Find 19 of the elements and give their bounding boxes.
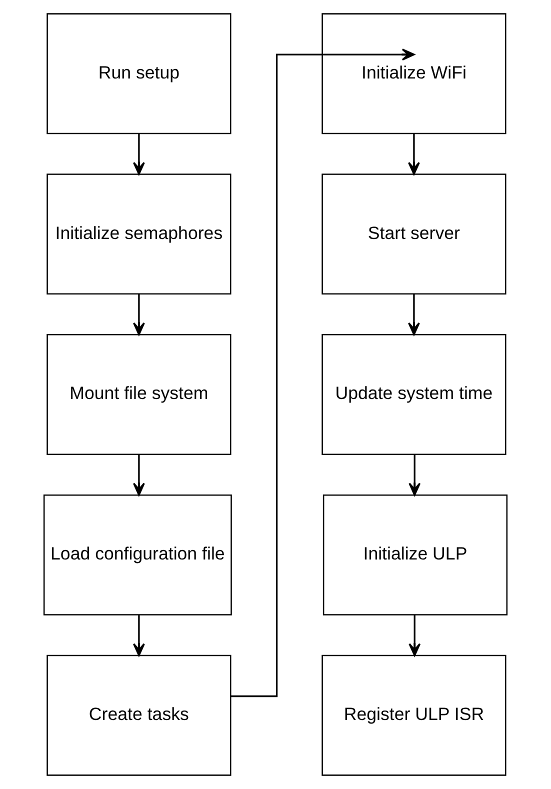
arrow [132,615,145,656]
node-box: Initialize ULP [322,494,508,616]
arrow [408,615,421,656]
node-box: Register ULP ISR [322,654,506,776]
arrow [408,454,421,496]
node-box: Load configuration file [43,494,232,616]
node-box: Start server [322,174,506,295]
arrow [132,294,145,336]
arrow [132,134,145,175]
node-box: Initialize WiFi [322,13,506,134]
arrow [408,294,420,336]
node-box: Update system time [322,334,506,455]
node-box: Mount file system [46,334,232,455]
arrow [408,134,420,175]
arrow [132,454,145,496]
node-box: Initialize semaphores [46,174,232,295]
arrow [230,48,415,698]
node-box: Run setup [46,13,232,134]
node-box: Create tasks [46,654,232,776]
